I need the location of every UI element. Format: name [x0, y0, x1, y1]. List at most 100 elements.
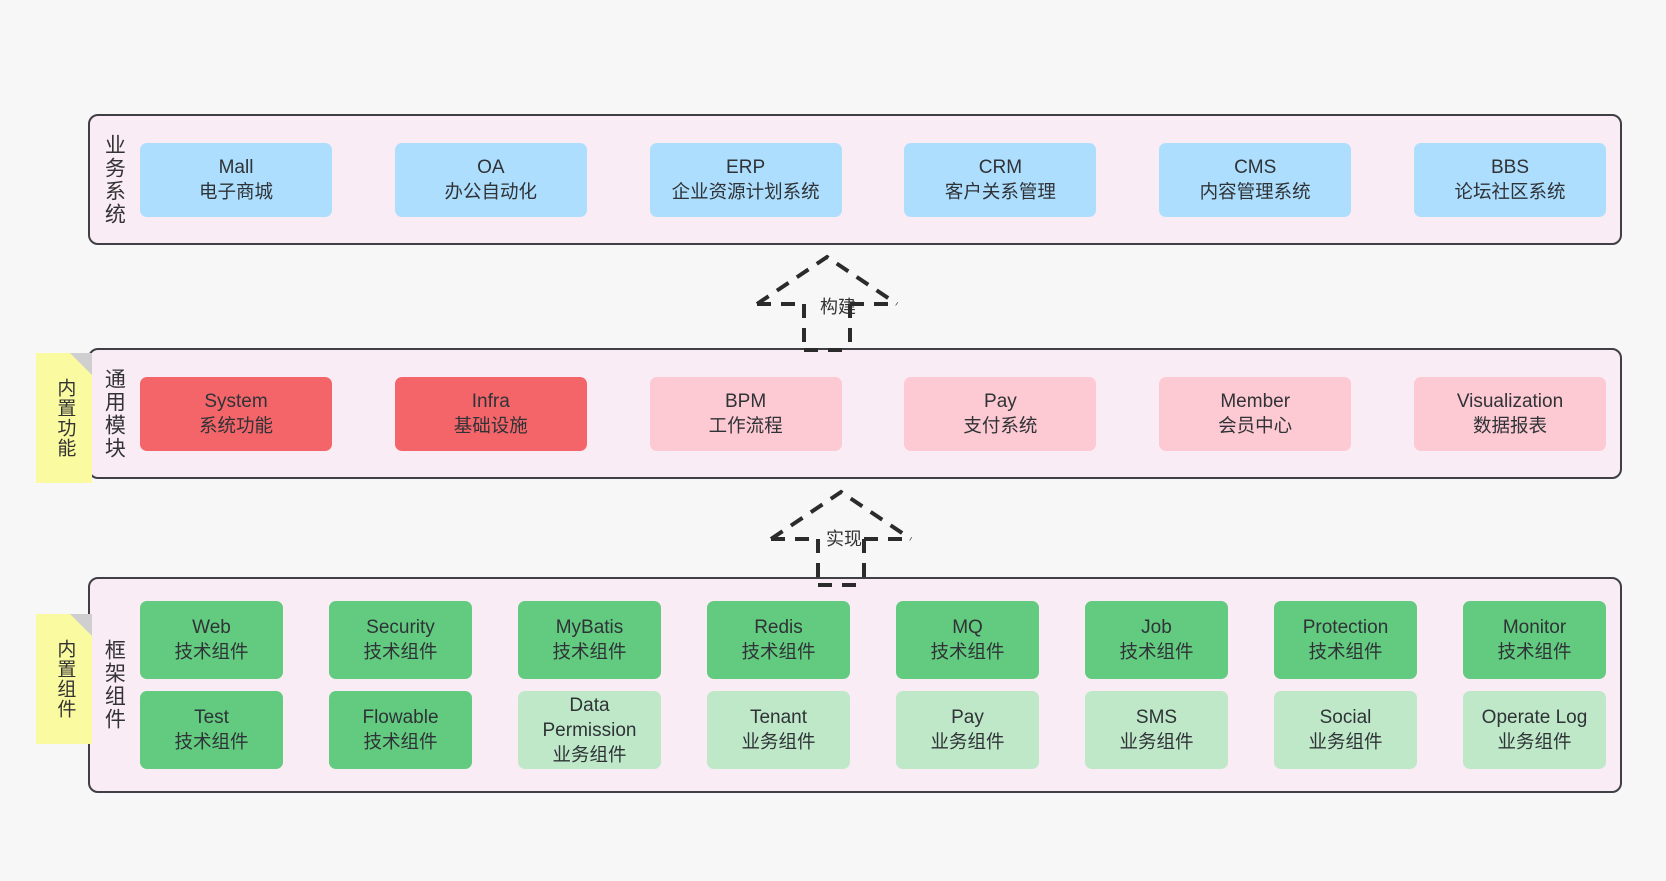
arrow-head-triangle [769, 489, 913, 541]
box-crm[interactable]: CRM 客户关系管理 [904, 142, 1097, 217]
box-title: Tenant [749, 707, 808, 729]
box-subtitle: 基础设施 [453, 414, 528, 436]
box-title: Pay [984, 390, 1017, 412]
box-title: Social [1319, 707, 1372, 729]
box-social[interactable]: Social 业务组件 [1274, 691, 1417, 769]
box-operate-log[interactable]: Operate Log 业务组件 [1463, 691, 1606, 769]
box-subtitle: 业务组件 [930, 731, 1005, 753]
box-subtitle: 技术组件 [1497, 641, 1572, 663]
box-subtitle: 技术组件 [363, 731, 438, 753]
box-subtitle: 技术组件 [1308, 641, 1383, 663]
box-title: Member [1220, 390, 1291, 412]
box-title: Mall [218, 156, 254, 178]
box-pay-module[interactable]: Pay 支付系统 [904, 376, 1097, 451]
arrow-implement [769, 489, 913, 587]
note-builtin-function: 内置功能 [36, 353, 92, 483]
box-title: Job [1141, 617, 1172, 639]
box-title: Web [192, 617, 231, 639]
row-business-1: Mall 电子商城 OA 办公自动化 ERP 企业资源计划系统 CRM 客户关系… [140, 142, 1606, 217]
box-title: BBS [1490, 156, 1529, 178]
box-title: Data Permission [542, 694, 637, 741]
box-title: Visualization [1456, 390, 1564, 412]
arrow-build [755, 254, 899, 352]
box-subtitle: 技术组件 [552, 641, 627, 663]
box-subtitle: 技术组件 [363, 641, 438, 663]
box-title: ERP [726, 156, 766, 178]
box-data-permission[interactable]: Data Permission 业务组件 [518, 691, 661, 769]
note-label: 内置组件 [54, 639, 76, 719]
layer-body-modules: System 系统功能 Infra 基础设施 BPM 工作流程 Pay 支付系统… [136, 350, 1620, 477]
box-subtitle: 业务组件 [741, 731, 816, 753]
arrow-label-implement: 实现 [826, 529, 862, 549]
box-job[interactable]: Job 技术组件 [1085, 601, 1228, 679]
box-cms[interactable]: CMS 内容管理系统 [1159, 142, 1352, 217]
box-subtitle: 技术组件 [174, 731, 249, 753]
layer-general-modules: 通用模块 System 系统功能 Infra 基础设施 BPM 工作流程 Pay… [88, 348, 1622, 479]
box-protection[interactable]: Protection 技术组件 [1274, 601, 1417, 679]
box-title: OA [477, 156, 505, 178]
box-monitor[interactable]: Monitor 技术组件 [1463, 601, 1606, 679]
box-bbs[interactable]: BBS 论坛社区系统 [1413, 142, 1606, 217]
box-oa[interactable]: OA 办公自动化 [394, 142, 587, 217]
box-title: Protection [1302, 617, 1389, 639]
layer-body-business: Mall 电子商城 OA 办公自动化 ERP 企业资源计划系统 CRM 客户关系… [136, 116, 1620, 243]
box-test[interactable]: Test 技术组件 [140, 691, 283, 769]
box-infra[interactable]: Infra 基础设施 [394, 376, 587, 451]
box-subtitle: 支付系统 [963, 414, 1038, 436]
box-mall[interactable]: Mall 电子商城 [140, 142, 332, 217]
box-title: Infra [471, 390, 510, 412]
box-title: MyBatis [555, 617, 624, 639]
box-title: Pay [951, 707, 984, 729]
box-subtitle: 技术组件 [174, 641, 249, 663]
box-subtitle: 会员中心 [1218, 414, 1293, 436]
box-subtitle: 客户关系管理 [944, 180, 1056, 202]
box-security[interactable]: Security 技术组件 [329, 601, 472, 679]
box-redis[interactable]: Redis 技术组件 [707, 601, 850, 679]
box-subtitle: 业务组件 [1497, 731, 1572, 753]
layer-title-business: 业务系统 [102, 133, 126, 226]
box-title: Test [194, 707, 229, 729]
box-erp[interactable]: ERP 企业资源计划系统 [649, 142, 842, 217]
box-title: MQ [952, 617, 983, 639]
box-mq[interactable]: MQ 技术组件 [896, 601, 1039, 679]
box-title: Security [366, 617, 435, 639]
row-framework-tech: Web 技术组件 Security 技术组件 MyBatis 技术组件 Redi… [140, 601, 1606, 679]
box-title: Redis [754, 617, 803, 639]
box-title: Operate Log [1481, 707, 1588, 729]
box-web[interactable]: Web 技术组件 [140, 601, 283, 679]
box-subtitle: 办公自动化 [444, 180, 538, 202]
box-subtitle: 数据报表 [1472, 414, 1547, 436]
box-subtitle: 业务组件 [552, 743, 627, 765]
layer-business-systems: 业务系统 Mall 电子商城 OA 办公自动化 ERP 企业资源计划系统 CRM… [88, 114, 1622, 245]
box-title: Flowable [362, 707, 439, 729]
arrow-head-triangle [755, 254, 899, 306]
box-title: CMS [1234, 156, 1277, 178]
box-title: CRM [978, 156, 1023, 178]
box-bpm[interactable]: BPM 工作流程 [649, 376, 842, 451]
box-pay-component[interactable]: Pay 业务组件 [896, 691, 1039, 769]
box-title: BPM [725, 390, 767, 412]
box-subtitle: 技术组件 [741, 641, 816, 663]
box-subtitle: 企业资源计划系统 [671, 180, 820, 202]
box-subtitle: 技术组件 [1119, 641, 1194, 663]
box-sms[interactable]: SMS 业务组件 [1085, 691, 1228, 769]
box-flowable[interactable]: Flowable 技术组件 [329, 691, 472, 769]
box-subtitle: 系统功能 [198, 414, 273, 436]
box-mybatis[interactable]: MyBatis 技术组件 [518, 601, 661, 679]
box-subtitle: 论坛社区系统 [1454, 180, 1566, 202]
box-title: Monitor [1502, 617, 1567, 639]
box-system[interactable]: System 系统功能 [140, 376, 332, 451]
box-tenant[interactable]: Tenant 业务组件 [707, 691, 850, 769]
box-member[interactable]: Member 会员中心 [1159, 376, 1352, 451]
box-subtitle: 业务组件 [1308, 731, 1383, 753]
box-visualization[interactable]: Visualization 数据报表 [1413, 376, 1606, 451]
layer-title-modules: 通用模块 [102, 367, 126, 460]
layer-body-framework: Web 技术组件 Security 技术组件 MyBatis 技术组件 Redi… [136, 579, 1620, 791]
box-title: System [204, 390, 268, 412]
box-subtitle: 业务组件 [1119, 731, 1194, 753]
note-label: 内置功能 [54, 378, 76, 458]
box-subtitle: 技术组件 [930, 641, 1005, 663]
row-modules-1: System 系统功能 Infra 基础设施 BPM 工作流程 Pay 支付系统… [140, 376, 1606, 451]
arrow-label-build: 构建 [820, 297, 856, 317]
